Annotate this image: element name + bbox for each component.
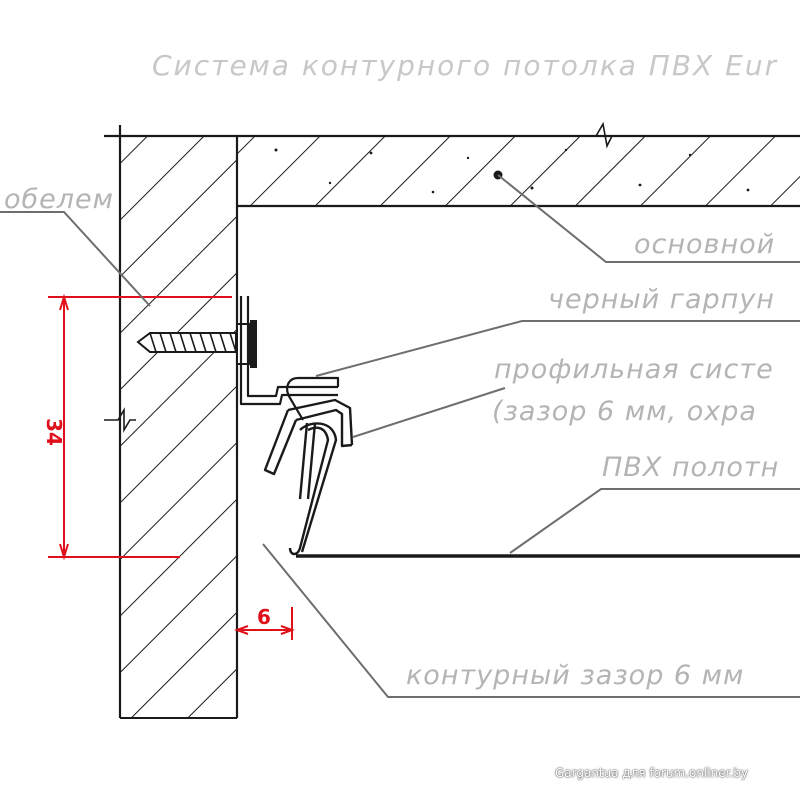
height-dimension [48, 293, 232, 561]
watermark: Gargantua для forum.onliner.by [554, 766, 748, 780]
profile-system-label: профильная систе [494, 354, 774, 385]
profile-system [263, 398, 354, 556]
diagram-title: Система контурного потолка ПВХ Eur [152, 49, 778, 82]
leader-lines [0, 174, 800, 698]
height-dimension-value: 34 [42, 418, 66, 446]
base-ceiling-label: основной [634, 229, 775, 260]
gap-dimension-value: 6 [257, 605, 271, 629]
ceiling-slab [104, 121, 800, 208]
dowel-label: обелем [4, 184, 114, 215]
wall [104, 125, 239, 719]
pvc-label: ПВХ полотн [602, 452, 779, 483]
mounting-bracket [239, 296, 340, 421]
harpoon-label: черный гарпун [548, 284, 775, 315]
gap-dimension [234, 607, 295, 640]
contour-gap-label: контурный зазор 6 мм [406, 660, 744, 691]
profile-gap-label: (зазор 6 мм, охра [492, 396, 757, 427]
